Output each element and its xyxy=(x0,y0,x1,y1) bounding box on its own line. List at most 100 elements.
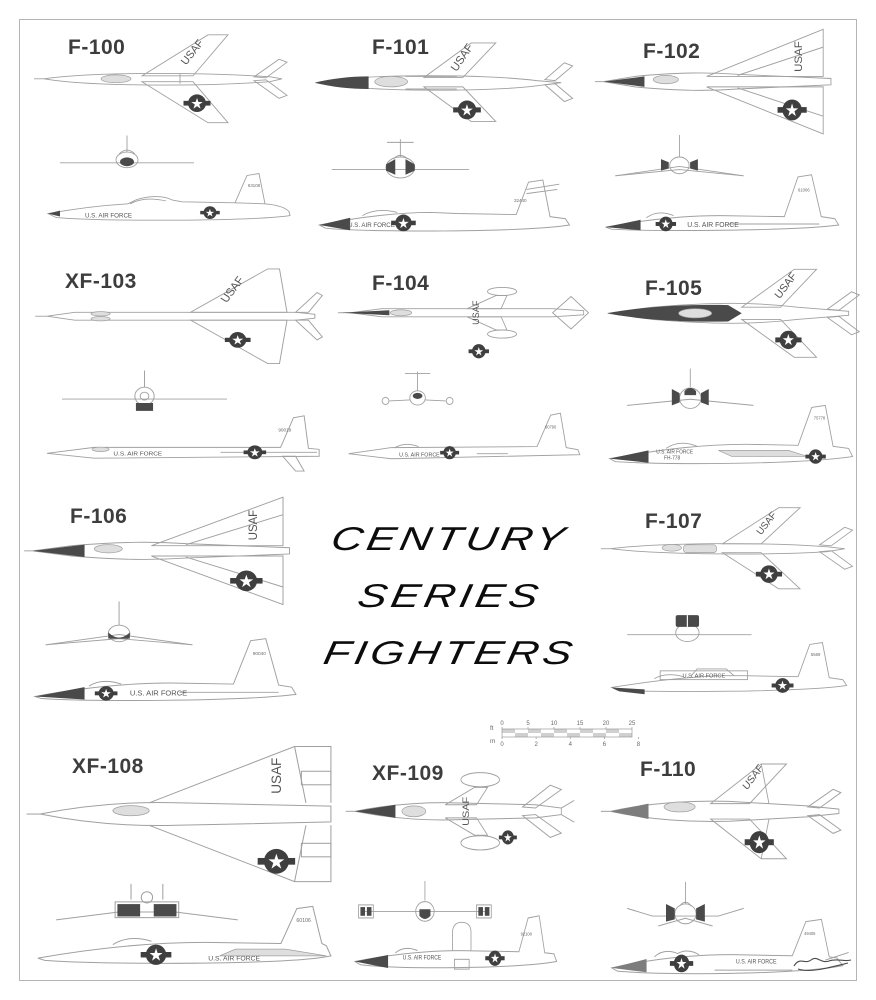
fuselage-marking: U.S. AIR FORCE xyxy=(403,955,442,961)
svg-text:★: ★ xyxy=(661,217,671,232)
front-view xyxy=(615,135,744,177)
artist-signature xyxy=(790,950,854,976)
star-roundel: ★ xyxy=(468,344,489,358)
scale-m-tick: 0 xyxy=(500,742,504,748)
plan-view: USAF★ xyxy=(26,746,332,883)
tail-number: 90040 xyxy=(253,651,267,656)
front-view xyxy=(358,880,492,922)
wing-marking: USAF xyxy=(449,42,476,74)
plan-view: USAF★ xyxy=(594,28,832,135)
wing-marking: USAF xyxy=(741,763,766,793)
wing-marking: USAF xyxy=(269,758,284,794)
star-roundel: ★ xyxy=(200,206,220,219)
star-roundel: ★ xyxy=(744,831,774,854)
front-view xyxy=(60,135,194,169)
svg-text:★: ★ xyxy=(231,333,244,348)
star-roundel: ★ xyxy=(805,449,826,464)
fuselage-marking: U.S. AIR FORCE xyxy=(208,955,260,962)
aircraft-designation: F-100 xyxy=(68,36,126,59)
svg-text:★: ★ xyxy=(205,207,215,219)
tail-number: 92108 xyxy=(521,931,533,936)
svg-text:★: ★ xyxy=(763,567,776,583)
scale-m-tick: 2 xyxy=(534,742,538,748)
scale-ft-tick: 10 xyxy=(551,721,558,727)
front-view xyxy=(381,371,454,406)
tail-number: 5569 xyxy=(811,652,821,657)
title-line-1: CENTURY xyxy=(328,520,572,557)
front-view xyxy=(62,370,227,411)
svg-text:★: ★ xyxy=(474,344,484,358)
front-view xyxy=(627,368,754,409)
svg-text:★: ★ xyxy=(785,100,799,120)
svg-text:★: ★ xyxy=(777,679,788,693)
scale-m-unit: m xyxy=(490,738,495,745)
plan-view: USAF ★ xyxy=(607,268,861,358)
svg-text:★: ★ xyxy=(397,216,409,232)
scale-ft-tick: 15 xyxy=(577,721,584,727)
fuselage-marking: U.S. AIR FORCE xyxy=(736,959,777,965)
plan-view: USAF ★ xyxy=(600,763,842,860)
star-roundel: ★ xyxy=(485,950,505,966)
wing-marking: USAF xyxy=(773,270,800,301)
nose-code: FH-778 xyxy=(664,456,680,462)
star-roundel: ★ xyxy=(755,565,783,583)
tail-number: 90019 xyxy=(278,428,292,433)
scale-ft-tick: 25 xyxy=(629,721,636,727)
aircraft-designation: F-107 xyxy=(645,510,703,533)
plan-view: USAF★ xyxy=(337,286,590,358)
poster-border xyxy=(19,19,857,981)
star-roundel: ★ xyxy=(669,954,694,973)
plan-view: USAF ★ xyxy=(345,772,575,851)
tail-number: 61006 xyxy=(798,187,810,192)
fuselage-marking: U.S. AIR FORCE xyxy=(348,222,395,229)
three-view-drawing: USAF ★ U.S. AIR FORCE 92108 ★ xyxy=(345,772,575,970)
wing-marking: USAF xyxy=(462,797,472,826)
plan-view: USAF★ xyxy=(315,42,574,122)
scale-ft-tick: 5 xyxy=(526,721,530,727)
star-roundel: ★ xyxy=(498,830,517,845)
fuselage-marking: U.S. AIR FORCE xyxy=(687,222,739,229)
svg-text:★: ★ xyxy=(811,449,821,463)
aircraft-designation: F-106 xyxy=(70,505,128,528)
fuselage-marking: U.S. AIR FORCE xyxy=(85,213,132,220)
tail-number: 60790 xyxy=(545,424,557,429)
star-roundel: ★ xyxy=(224,332,251,348)
wing-marking: USAF xyxy=(247,510,260,540)
wing-marking: USAF xyxy=(755,510,780,537)
front-view xyxy=(45,601,193,646)
svg-text:★: ★ xyxy=(101,687,112,701)
svg-text:★: ★ xyxy=(490,951,500,966)
plan-view: USAF★ xyxy=(24,496,290,606)
side-view: U.S. AIR FORCE 61006 ★ xyxy=(605,174,840,232)
star-roundel: ★ xyxy=(140,944,172,965)
aircraft-designation: F-110 xyxy=(640,758,697,781)
star-roundel: ★ xyxy=(183,94,211,112)
star-roundel: ★ xyxy=(775,330,802,349)
scale-m-tick: 6 xyxy=(603,742,607,748)
wing-marking: USAF xyxy=(219,275,247,305)
front-view xyxy=(627,615,752,642)
scale-m-tick: 8 xyxy=(637,742,641,748)
star-roundel: ★ xyxy=(243,445,267,460)
svg-text:★: ★ xyxy=(752,833,766,854)
title-line-3: FIGHTERS xyxy=(320,634,580,671)
